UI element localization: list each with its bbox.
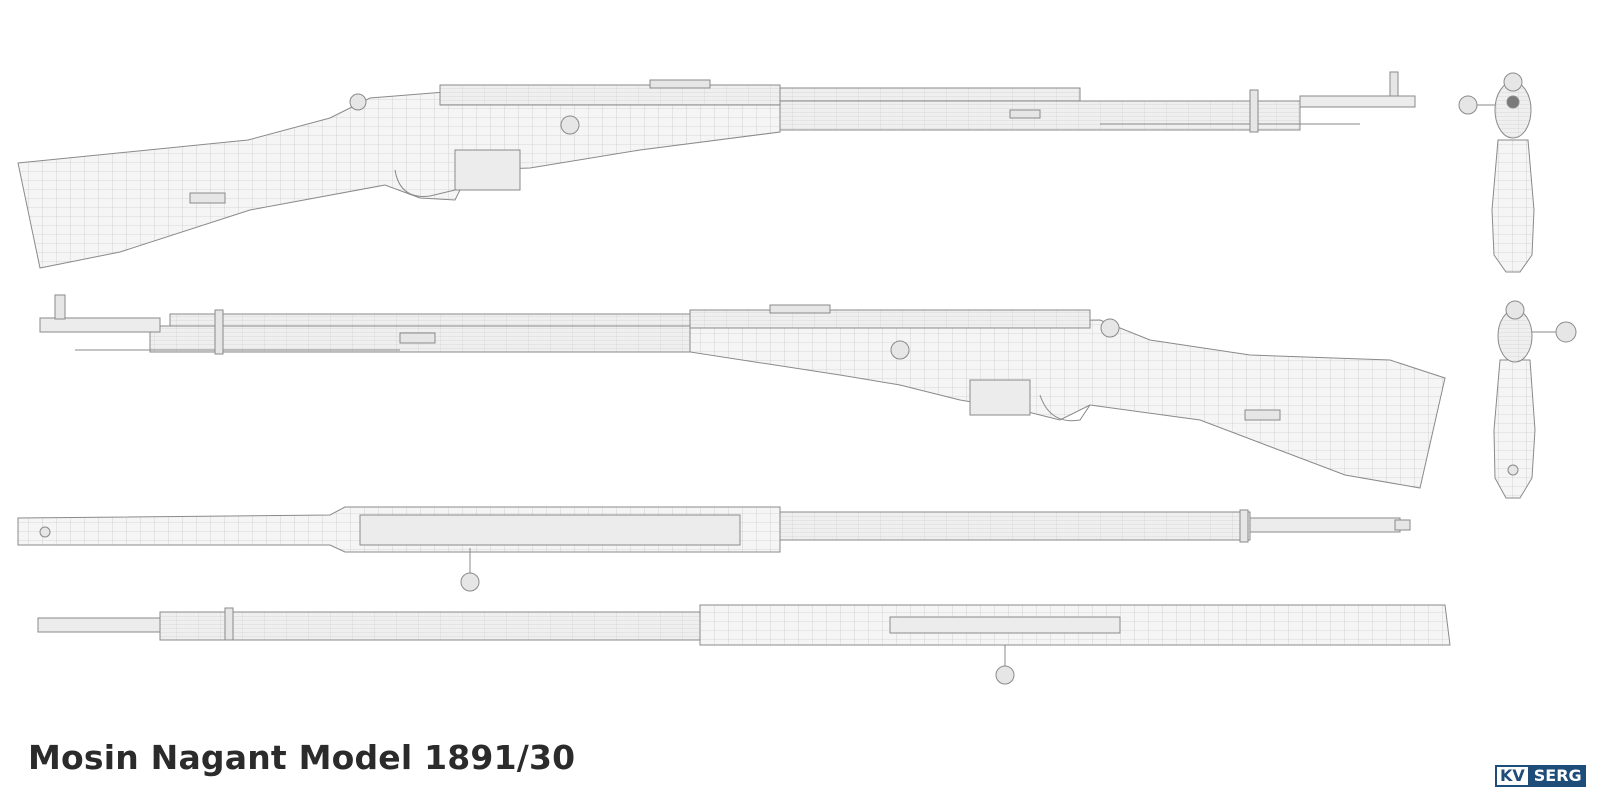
barrel-band	[1249, 89, 1259, 133]
right-side-view	[39, 294, 1446, 489]
front-sight	[1389, 71, 1399, 97]
buttstock-profile	[1491, 139, 1535, 273]
bolt-knob	[1555, 321, 1577, 343]
magazine	[969, 379, 1031, 416]
logo-part-serg: SERG	[1529, 765, 1586, 787]
barrel	[39, 317, 161, 333]
rear-sight	[649, 79, 711, 89]
sling-swivel	[189, 192, 226, 204]
barrel	[1249, 517, 1401, 533]
rear-view	[1458, 72, 1535, 273]
barrel-band	[224, 607, 234, 641]
kvserg-logo: KV SERG	[1495, 765, 1586, 787]
trigger-guard	[1039, 394, 1091, 422]
barrel	[37, 617, 179, 633]
bolt-knob	[1100, 318, 1120, 338]
handguard	[779, 511, 1251, 541]
rear-sight	[769, 304, 831, 314]
handguard	[159, 611, 701, 641]
muzzle	[1394, 519, 1411, 531]
stock	[17, 91, 781, 269]
barrel-band	[1239, 509, 1249, 543]
receiver	[689, 309, 1091, 329]
barrel-band	[214, 309, 224, 355]
handguard	[779, 87, 1081, 102]
receiver	[359, 514, 741, 546]
sling-swivel	[399, 332, 436, 344]
top-view	[17, 506, 1411, 592]
buttplate-screw	[1507, 464, 1519, 476]
front-sight	[54, 294, 66, 320]
left-side-view	[17, 71, 1416, 269]
bore	[1506, 95, 1520, 109]
stock	[689, 319, 1446, 489]
bolt-knob	[349, 93, 367, 111]
page-title: Mosin Nagant Model 1891/30	[28, 738, 576, 777]
trigger-guard	[889, 616, 1121, 634]
bolt-knob	[995, 665, 1015, 685]
logo-part-kv: KV	[1495, 765, 1530, 787]
buttstock-profile	[1493, 359, 1536, 499]
receiver-screw	[560, 115, 580, 135]
bolt-knob	[460, 572, 480, 592]
receiver-screw	[890, 340, 910, 360]
barrel-band	[1009, 109, 1041, 119]
trigger-guard	[394, 169, 456, 197]
handguard	[169, 313, 691, 327]
magazine	[454, 149, 521, 191]
buttplate-screw	[39, 526, 51, 538]
front-sight-hood	[1505, 300, 1525, 320]
receiver	[439, 84, 781, 106]
bottom-view	[37, 604, 1451, 685]
front-view	[1493, 300, 1577, 499]
barrel	[1299, 95, 1416, 108]
bolt-knob	[1458, 95, 1478, 115]
sling-swivel	[1244, 409, 1281, 421]
front-sight-hood	[1503, 72, 1523, 92]
